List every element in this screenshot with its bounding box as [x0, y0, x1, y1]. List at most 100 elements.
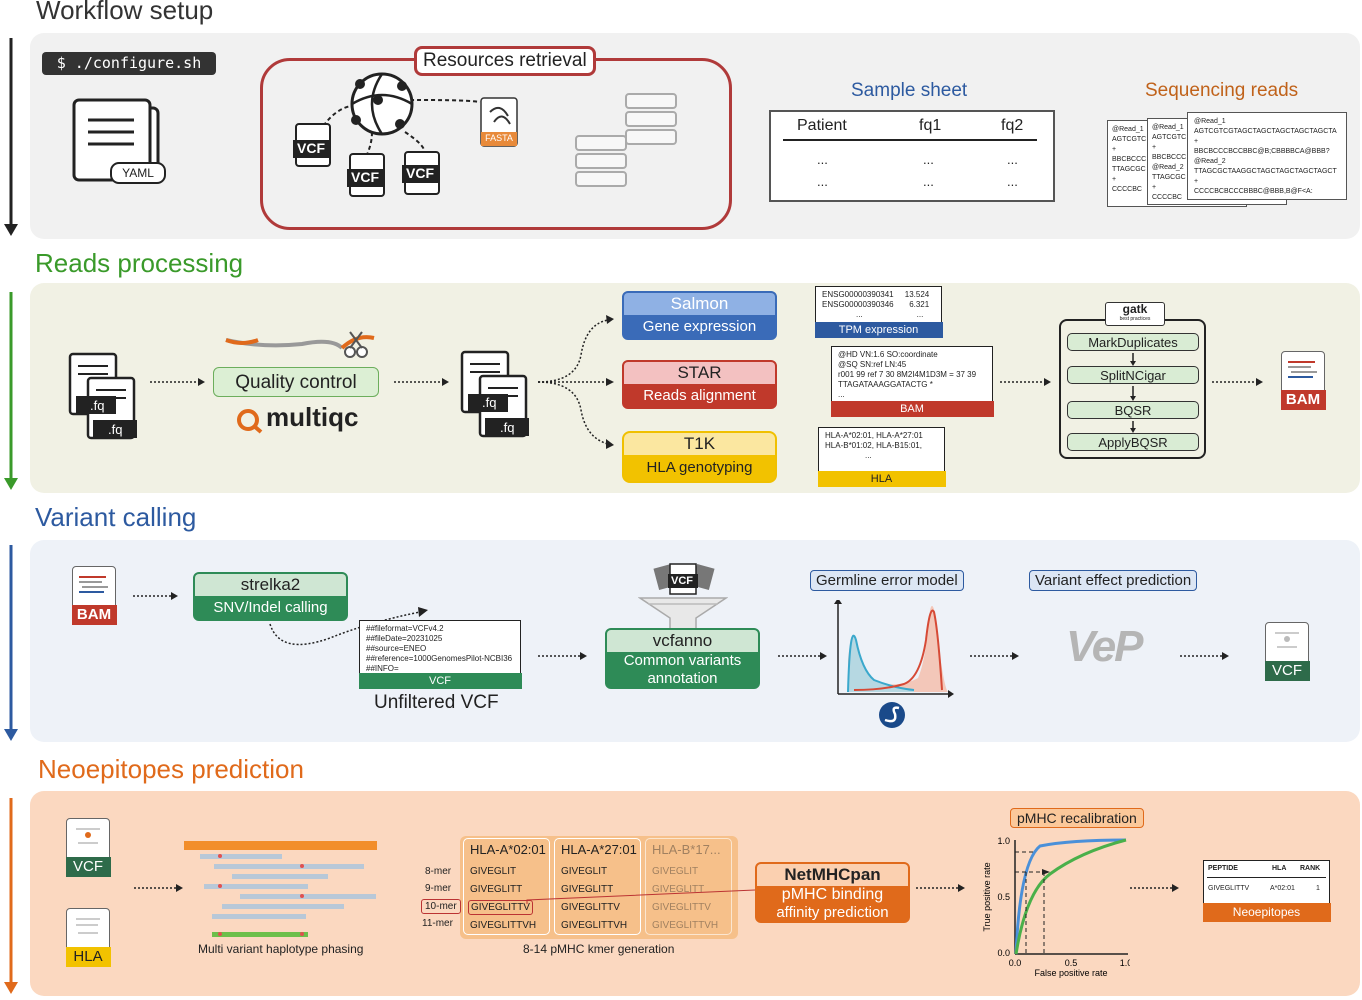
hla-input-label: HLA — [65, 946, 111, 967]
roc-ytick: 0.0 — [997, 948, 1010, 958]
roc-xtick: 0.0 — [1009, 958, 1022, 968]
vcf-label-1: VCF — [297, 140, 325, 156]
kmer-table-panel — [460, 836, 738, 939]
arrow-dotted — [394, 378, 449, 386]
workflow-arrow-green — [4, 292, 18, 490]
salmon-title: Salmon — [624, 293, 775, 315]
arrow-dotted — [1130, 884, 1179, 892]
quality-control-box: Quality control — [213, 367, 379, 397]
roc-xtick: 1.0 — [1120, 958, 1130, 968]
branch-arrows — [537, 315, 614, 449]
fq-label-1a: .fq — [90, 398, 105, 413]
peptide-cell: GIVEGLITT — [652, 884, 705, 895]
neoepitopes-caption: Neoepitopes — [1202, 902, 1331, 922]
funnel-vcf-label: VCF — [671, 575, 693, 587]
sample-sheet-header-fq2: fq2 — [1001, 117, 1024, 134]
peptide-cell: GIVEGLITTV — [652, 902, 711, 913]
vcf-label-3: VCF — [406, 165, 434, 181]
gatk-step-splitncigar: SplitNCigar — [1067, 366, 1199, 384]
peptide-to-netmhc-line — [526, 889, 756, 904]
configure-command: $ ./configure.sh — [42, 52, 216, 75]
roc-ytick: 1.0 — [997, 836, 1010, 846]
bam-box: @HD VN:1.6 SO:coordinate@SQ SN:ref LN:45… — [830, 346, 994, 417]
star-title: STAR — [624, 362, 775, 384]
peptide-cell: GIVEGLITTV — [561, 902, 620, 913]
arrow-dotted — [778, 652, 827, 660]
t1k-subtitle: HLA genotyping — [646, 459, 753, 476]
hla-input-icon: HLA — [65, 908, 111, 967]
vcfanno-sub1: Common variants — [623, 652, 742, 669]
star-subtitle: Reads alignment — [643, 387, 756, 404]
strelka2-tool: strelka2 SNV/Indel calling — [193, 572, 348, 621]
vcf-output-icon: VCF — [1264, 622, 1310, 681]
sample-sheet-cell: ... — [1007, 174, 1018, 189]
bam-input-icon: BAM — [71, 566, 117, 625]
t1k-title: T1K — [624, 433, 775, 455]
netmhcpan-tool: NetMHCpan pMHC binding affinity predicti… — [755, 862, 910, 923]
table-header-hla: HLA — [1272, 865, 1287, 872]
section-title-variant-calling: Variant calling — [35, 502, 197, 532]
unfiltered-vcf-label: Unfiltered VCF — [374, 692, 499, 713]
arrow-dotted — [1212, 378, 1263, 386]
table-header-peptide: PEPTIDE — [1208, 865, 1238, 872]
gatk-step-bqsr: BQSR — [1067, 401, 1199, 419]
kmer-col-3 — [645, 838, 732, 935]
roc-ytick: 0.5 — [997, 892, 1010, 902]
gatk-logo-sub: best practices — [1119, 316, 1151, 322]
netmhcpan-sub1: pMHC binding — [781, 886, 884, 903]
gatk-step-markduplicates: MarkDuplicates — [1067, 333, 1199, 351]
roc-ylabel: True positive rate — [982, 862, 992, 931]
vcfanno-title: vcfanno — [607, 630, 758, 652]
bam-output-label: BAM — [1280, 389, 1326, 410]
sample-sheet-table: Patient fq1 fq2 ... ... ... ... ... ... — [769, 110, 1055, 202]
yaml-document-icon: YAML — [70, 96, 166, 191]
peptide-cell: GIVEGLIT — [470, 866, 517, 877]
vcf-text-box: ##fileformat=VCFv4.2##fileDate=20231025#… — [358, 620, 522, 689]
fasta-label: FASTA — [485, 133, 513, 143]
gatk-logo-text: gatk — [1122, 302, 1148, 316]
vcfanno-tool: vcfanno Common variants annotation — [605, 628, 760, 689]
germline-error-model-label: Germline error model — [810, 570, 964, 591]
haplotype-phasing-label: Multi variant haplotype phasing — [198, 942, 364, 956]
peptide-cell: GIVEGLITTVH — [561, 920, 628, 931]
multiqc-logo: multiqc — [236, 402, 376, 436]
workflow-arrow-blue — [4, 545, 18, 741]
resources-retrieval-title: Resources retrieval — [414, 46, 596, 76]
peptide-cell: GIVEGLITTVH — [470, 920, 537, 931]
mer-label: 8-mer — [425, 866, 452, 877]
hla-col-header-3: HLA-B*17... — [652, 842, 721, 857]
vcf-input-label: VCF — [65, 856, 111, 877]
gatk-logo: gatk best practices — [1105, 302, 1165, 326]
fq-label-2a: .fq — [482, 395, 497, 410]
funnel-icon — [638, 563, 728, 631]
mer-label: 9-mer — [425, 883, 452, 894]
kmer-generation-label: 8-14 pMHC kmer generation — [523, 942, 675, 956]
bam-input-label: BAM — [71, 604, 117, 625]
salmon-tool: Salmon Gene expression — [622, 291, 777, 340]
variant-effect-prediction-label: Variant effect prediction — [1029, 570, 1198, 591]
fq-files-icon-2 — [460, 350, 529, 438]
sample-sheet-header-patient: Patient — [797, 117, 847, 134]
pmhc-recalibration-label: pMHC recalibration — [1010, 808, 1144, 828]
bam-caption: BAM — [830, 400, 994, 417]
vcf-label-2: VCF — [351, 169, 379, 185]
scipy-logo-icon — [879, 702, 905, 728]
tpm-expression-box: ENSG00000390341 13.524 ENSG00000390346 6… — [814, 286, 943, 338]
neoepitopes-table: PEPTIDE HLA RANK GIVEGLITTV A*02:01 1 Ne… — [1202, 860, 1331, 922]
peptide-cell: GIVEGLIT — [561, 866, 608, 877]
strelka-to-vcf-arrow — [269, 607, 428, 646]
t1k-tool: T1K HLA genotyping — [622, 431, 777, 483]
vcf-caption: VCF — [358, 672, 522, 689]
netmhcpan-title: NetMHCpan — [757, 864, 908, 886]
kmer-col-1 — [463, 838, 550, 935]
sample-sheet-cell: ... — [817, 152, 828, 167]
roc-xtick: 0.5 — [1065, 958, 1078, 968]
vcf-input-icon: VCF — [65, 818, 111, 877]
sample-sheet-cell: ... — [817, 174, 828, 189]
netmhcpan-sub2: affinity prediction — [776, 904, 889, 921]
peptide-cell: GIVEGLITTV — [468, 900, 533, 915]
table-cell-hla: A*02:01 — [1270, 885, 1295, 892]
table-cell-peptide: GIVEGLITTV — [1208, 885, 1250, 892]
